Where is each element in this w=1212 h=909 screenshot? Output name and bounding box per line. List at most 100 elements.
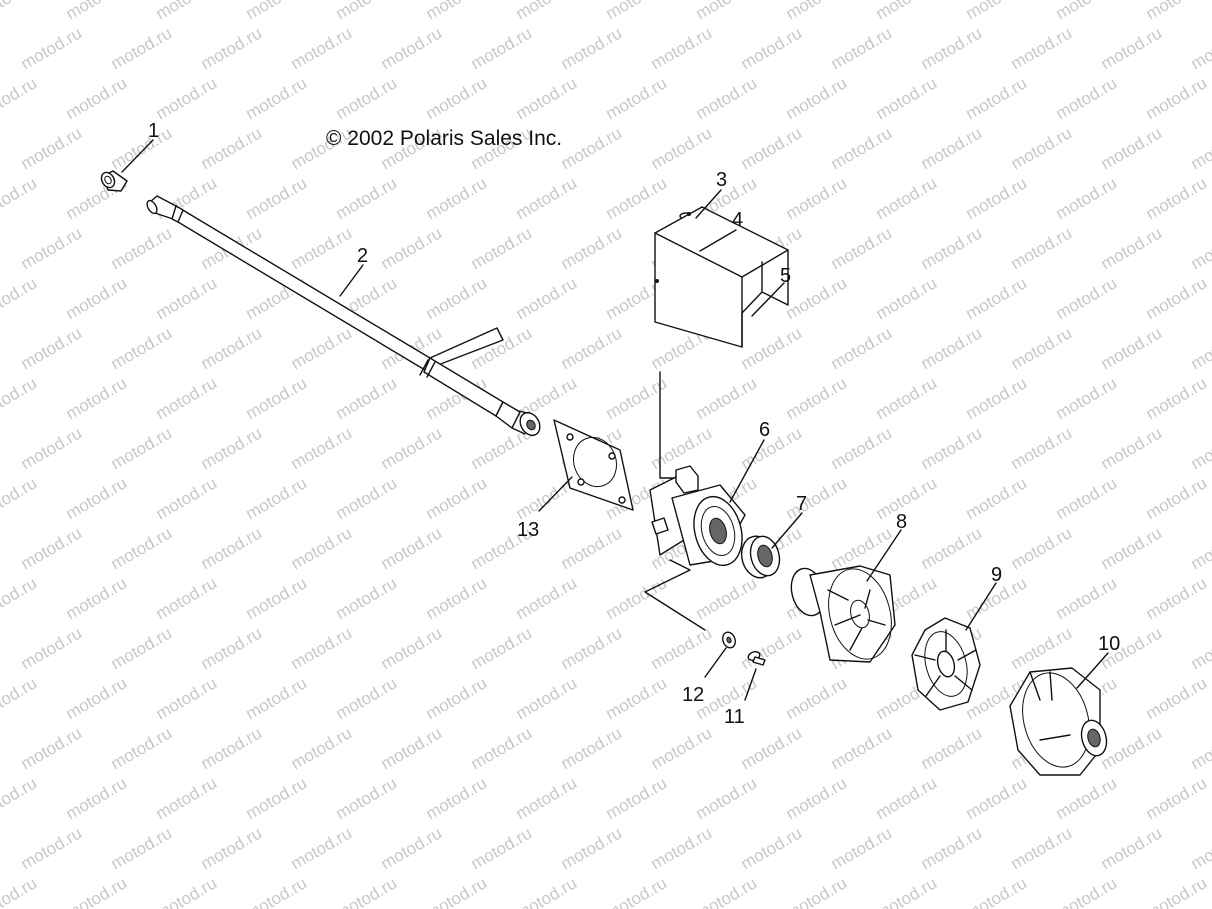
watermark-text: motod.ru [468, 223, 536, 273]
watermark-text: motod.ru [198, 23, 266, 73]
watermark-text: motod.ru [1143, 73, 1211, 123]
part-9-rotor [911, 617, 981, 711]
watermark-text: motod.ru [108, 823, 176, 873]
watermark-text: motod.ru [1053, 273, 1121, 323]
watermark-text: motod.ru [1188, 323, 1212, 373]
watermark-text: motod.ru [63, 473, 131, 523]
watermark-text: motod.ru [1053, 0, 1121, 23]
watermark-text: motod.ru [1008, 423, 1076, 473]
watermark-text: motod.ru [918, 23, 986, 73]
watermark-text: motod.ru [333, 0, 401, 23]
callout-13: 13 [517, 519, 539, 541]
watermark-text: motod.ru [468, 623, 536, 673]
watermark-text: motod.ru [1053, 73, 1121, 123]
callout-9: 9 [991, 564, 1002, 586]
watermark-text: motod.ru [693, 873, 761, 909]
watermark-text: motod.ru [1143, 873, 1211, 909]
watermark-text: motod.ru [693, 73, 761, 123]
watermark-text: motod.ru [963, 373, 1031, 423]
watermark-text: motod.ru [423, 573, 491, 623]
watermark-text: motod.ru [873, 73, 941, 123]
watermark-text: motod.ru [378, 723, 446, 773]
callout-12: 12 [682, 684, 704, 706]
watermark-text: motod.ru [1188, 123, 1212, 173]
watermark-text: motod.ru [0, 73, 40, 123]
watermark-text: motod.ru [423, 673, 491, 723]
watermark-text: motod.ru [288, 723, 356, 773]
watermark-text: motod.ru [603, 573, 671, 623]
watermark-text: motod.ru [828, 723, 896, 773]
watermark-text: motod.ru [1098, 223, 1166, 273]
watermark-text: motod.ru [1098, 423, 1166, 473]
watermark-text: motod.ru [963, 0, 1031, 23]
watermark-text: motod.ru [18, 423, 86, 473]
watermark-text: motod.ru [153, 373, 221, 423]
watermark-text: motod.ru [108, 723, 176, 773]
callout-4: 4 [732, 209, 743, 231]
watermark-text: motod.ru [423, 273, 491, 323]
watermark-text: motod.ru [558, 523, 626, 573]
watermark-text: motod.ru [333, 873, 401, 909]
callout-5: 5 [780, 265, 791, 287]
watermark-text: motod.ru [18, 323, 86, 373]
watermark-text: motod.ru [333, 173, 401, 223]
watermark-text: motod.ru [288, 423, 356, 473]
watermark-text: motod.ru [693, 773, 761, 823]
watermark-text: motod.ru [558, 623, 626, 673]
watermark-text: motod.ru [873, 0, 941, 23]
watermark-text: motod.ru [783, 773, 851, 823]
watermark-text: motod.ru [693, 0, 761, 23]
watermark-text: motod.ru [18, 123, 86, 173]
watermark-text: motod.ru [1098, 123, 1166, 173]
watermark-text: motod.ru [18, 523, 86, 573]
watermark-text: motod.ru [963, 773, 1031, 823]
watermark-text: motod.ru [513, 273, 581, 323]
watermark-text: motod.ru [648, 423, 716, 473]
watermark-text: motod.ru [243, 0, 311, 23]
watermark-text: motod.ru [1143, 273, 1211, 323]
watermark-text: motod.ru [513, 73, 581, 123]
watermark-text: motod.ru [18, 623, 86, 673]
watermark-text: motod.ru [1143, 0, 1211, 23]
watermark-text: motod.ru [1053, 773, 1121, 823]
part-6-housing [644, 371, 746, 631]
watermark-text: motod.ru [1188, 723, 1212, 773]
watermark-text: motod.ru [828, 823, 896, 873]
part-1-bushing [100, 170, 128, 192]
watermark-text: motod.ru [1053, 473, 1121, 523]
watermark-text: motod.ru [873, 273, 941, 323]
watermark-text: motod.ru [1008, 23, 1076, 73]
watermark-text: motod.ru [333, 373, 401, 423]
watermark-text: motod.ru [108, 623, 176, 673]
watermark-text: motod.ru [1143, 773, 1211, 823]
watermark-text: motod.ru [1188, 623, 1212, 673]
watermark-text: motod.ru [198, 623, 266, 673]
watermark-text: motod.ru [558, 823, 626, 873]
watermark-text: motod.ru [828, 423, 896, 473]
watermark-text: motod.ru [603, 0, 671, 23]
watermark-text: motod.ru [63, 73, 131, 123]
watermark-text: motod.ru [108, 223, 176, 273]
watermark-text: motod.ru [963, 873, 1031, 909]
part-11-screw [747, 651, 766, 666]
watermark-text: motod.ru [0, 173, 40, 223]
watermark-text: motod.ru [333, 473, 401, 523]
watermark-text: motod.ru [1053, 873, 1121, 909]
watermark-text: motod.ru [603, 773, 671, 823]
part-13-gasket [553, 419, 634, 511]
watermark-text: motod.ru [468, 823, 536, 873]
watermark-text: motod.ru [198, 423, 266, 473]
watermark-text: motod.ru [1098, 323, 1166, 373]
copyright-text: © 2002 Polaris Sales Inc. [326, 127, 562, 150]
watermark-text: motod.ru [18, 723, 86, 773]
watermark-text: motod.ru [153, 273, 221, 323]
watermark-text: motod.ru [0, 673, 40, 723]
watermark-text: motod.ru [558, 123, 626, 173]
watermark-text: motod.ru [243, 773, 311, 823]
watermark-text: motod.ru [648, 723, 716, 773]
watermark-text: motod.ru [63, 573, 131, 623]
watermark-text: motod.ru [738, 423, 806, 473]
watermark-text: motod.ru [918, 323, 986, 373]
watermark-text: motod.ru [918, 423, 986, 473]
watermark-text: motod.ru [558, 723, 626, 773]
